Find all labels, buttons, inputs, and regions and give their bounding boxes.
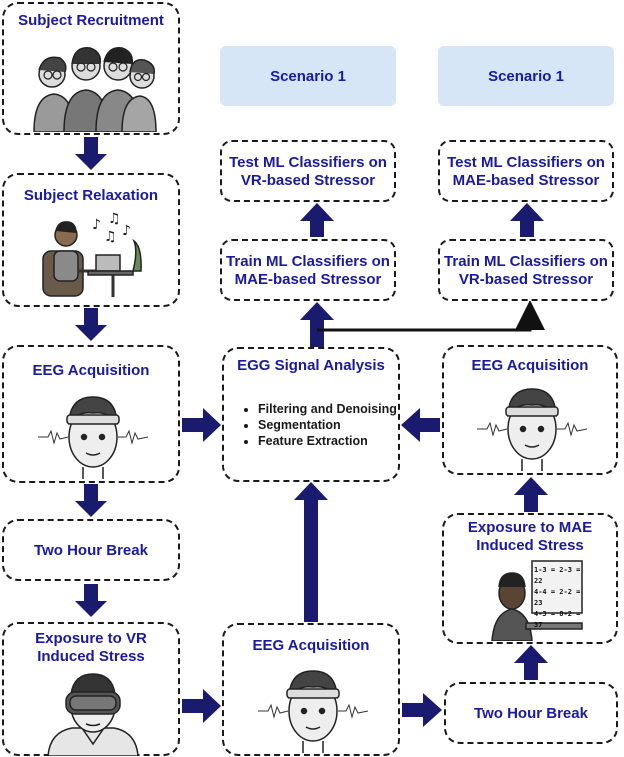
box-subject-relaxation: Subject Relaxation ♪♫♪♫	[2, 173, 180, 307]
math-line-3: 4-3 = 8-2 = 37	[534, 610, 581, 629]
subject-recruitment-title: Subject Recruitment	[18, 12, 164, 29]
scenario-label-middle: Scenario 1	[220, 46, 396, 106]
arrow-eeg-to-break	[402, 693, 442, 727]
box-two-hour-break-right: Two Hour Break	[444, 682, 618, 744]
box-test-classifiers-middle: Test ML Classifiers on VR-based Stressor	[220, 140, 396, 202]
box-subject-recruitment: Subject Recruitment	[2, 2, 180, 135]
arrow-analysis-to-train	[300, 302, 334, 349]
eeg-headband-face-illustration	[258, 670, 368, 753]
exposure-mae-title-line1: Exposure to MAE	[467, 519, 593, 536]
test-middle-line1: Test ML Classifiers on	[229, 154, 387, 171]
box-eeg-acquisition-left: EEG Acquisition	[2, 345, 180, 483]
arrow-train-to-test-right	[510, 203, 544, 237]
math-test-person-illustration	[491, 560, 583, 641]
signal-analysis-title: EGG Signal Analysis	[237, 357, 385, 374]
arrow-train-to-test-mid	[300, 203, 334, 237]
eeg-headband-face-illustration	[477, 388, 587, 471]
relaxing-person-illustration: ♪♫♪♫	[42, 211, 142, 297]
box-test-classifiers-right: Test ML Classifiers on MAE-based Stresso…	[438, 140, 614, 202]
students-illustration	[33, 47, 157, 132]
test-right-line1: Test ML Classifiers on	[447, 154, 605, 171]
exposure-vr-title-line1: Exposure to VR	[35, 630, 147, 647]
arrow-eeg-to-analysis-left	[401, 408, 440, 442]
test-middle-line2: VR-based Stressor	[240, 172, 376, 189]
box-train-classifiers-middle: Train ML Classifiers on MAE-based Stress…	[220, 239, 396, 301]
arrow-recruit-to-relax	[75, 137, 107, 170]
connector-analysis-to-right-train	[317, 300, 545, 332]
vr-headset-person-illustration	[47, 673, 139, 756]
train-right-line2: VR-based Stressor	[458, 271, 594, 288]
box-signal-analysis: EGG Signal Analysis Filtering and Denois…	[222, 347, 400, 482]
subject-relaxation-title: Subject Relaxation	[23, 187, 159, 204]
svg-text:♫: ♫	[108, 211, 121, 227]
step-segmentation: Segmentation	[258, 417, 397, 433]
scenario-label-right: Scenario 1	[438, 46, 614, 106]
train-middle-line1: Train ML Classifiers on	[226, 253, 390, 270]
eeg-acquisition-left-title: EEG Acquisition	[32, 362, 150, 379]
box-eeg-acquisition-right: EEG Acquisition	[442, 345, 618, 475]
eeg-acquisition-bottom-title: EEG Acquisition	[252, 637, 370, 654]
math-line-1: 1-3 = 2-3 = 22	[534, 566, 581, 585]
eeg-headband-face-illustration	[38, 396, 148, 479]
step-filtering: Filtering and Denoising	[258, 401, 397, 417]
arrow-eeg-to-analysis-up	[294, 482, 328, 622]
math-line-2: 4-4 = 2-2 = 23	[534, 588, 581, 607]
exposure-mae-title-line2: Induced Stress	[476, 537, 584, 554]
box-exposure-vr: Exposure to VR Induced Stress	[2, 622, 180, 756]
arrow-break-to-vr	[75, 584, 107, 617]
two-hour-break-left-title: Two Hour Break	[34, 542, 148, 559]
svg-text:♫: ♫	[104, 229, 117, 245]
two-hour-break-right-title: Two Hour Break	[474, 705, 588, 722]
exposure-vr-title-line2: Induced Stress	[37, 648, 145, 665]
train-middle-line2: MAE-based Stressor	[234, 271, 382, 288]
arrow-break-to-mae	[514, 645, 548, 680]
box-exposure-mae: Exposure to MAE Induced Stress 1-3 = 2-3…	[442, 513, 618, 644]
math-screen-text: 1-3 = 2-3 = 22 4-4 = 2-2 = 23 4-3 = 8-2 …	[534, 565, 582, 631]
eeg-acquisition-right-title: EEG Acquisition	[471, 357, 589, 374]
arrow-eeg-to-break	[75, 484, 107, 517]
arrow-vr-to-eeg	[182, 689, 221, 723]
svg-text:♪: ♪	[92, 217, 101, 233]
box-eeg-acquisition-bottom: EEG Acquisition	[222, 623, 400, 756]
box-two-hour-break-left: Two Hour Break	[2, 519, 180, 581]
train-right-line1: Train ML Classifiers on	[444, 253, 608, 270]
arrow-mae-to-eeg	[514, 477, 548, 512]
box-train-classifiers-right: Train ML Classifiers on VR-based Stresso…	[438, 239, 614, 301]
step-feature-extraction: Feature Extraction	[258, 433, 397, 449]
test-right-line2: MAE-based Stressor	[452, 172, 600, 189]
arrow-relax-to-eeg	[75, 308, 107, 341]
signal-analysis-steps: Filtering and Denoising Segmentation Fea…	[244, 401, 397, 449]
svg-text:♪: ♪	[122, 223, 131, 239]
arrow-eeg-to-analysis	[182, 408, 221, 442]
